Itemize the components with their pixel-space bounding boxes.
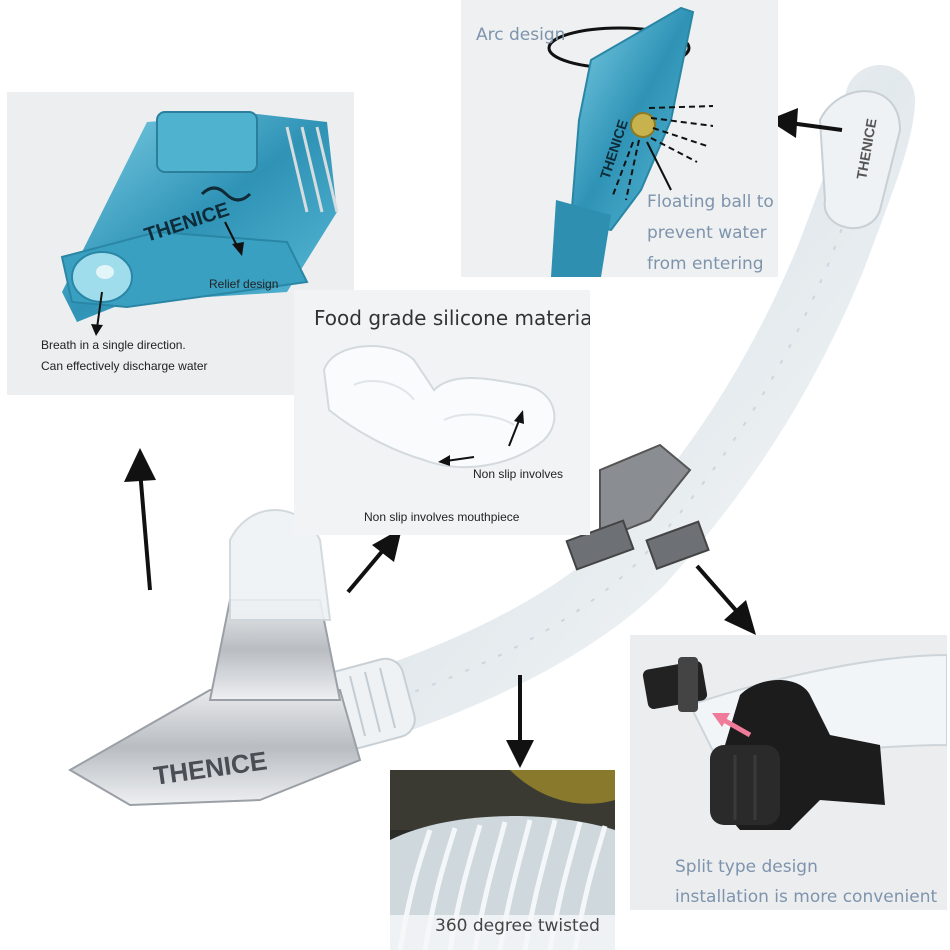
callout-arrows bbox=[124, 108, 843, 768]
arc-design-title: Arc design bbox=[476, 25, 566, 45]
tube-clip bbox=[565, 443, 710, 571]
silicone-title: Food grade silicone material bbox=[314, 306, 590, 330]
silver-purge-valve bbox=[68, 689, 362, 807]
split-panel: Split type design installation is more c… bbox=[630, 635, 947, 910]
breath-label-line1: Breath in a single direction. bbox=[41, 338, 186, 352]
non-slip-label: Non slip involves bbox=[473, 467, 564, 481]
corrugated-tube-image bbox=[390, 770, 615, 950]
non-slip-mouthpiece-label: Non slip involves mouthpiece bbox=[364, 510, 520, 524]
top-valve-image: THENICE bbox=[547, 6, 714, 277]
twisted-panel: 360 degree twisted bbox=[390, 770, 615, 950]
floating-ball-line2: prevent water bbox=[647, 223, 767, 243]
arc-design-panel: THENICE Arc design Floating ball to prev… bbox=[461, 0, 778, 277]
floating-ball-line1: Floating ball to bbox=[647, 192, 774, 212]
split-design-line1: Split type design bbox=[675, 857, 818, 877]
breath-label-line2: Can effectively discharge water bbox=[41, 359, 208, 373]
relief-design-label: Relief design bbox=[209, 277, 279, 291]
twisted-caption: 360 degree twisted bbox=[435, 916, 600, 936]
blue-purge-valve-image: THENICE bbox=[60, 111, 339, 336]
clip-image bbox=[642, 653, 947, 830]
silicone-panel: Food grade silicone material Non slip in… bbox=[294, 290, 590, 535]
mouthpiece-image bbox=[322, 345, 556, 469]
split-design-line2: installation is more convenient bbox=[675, 887, 938, 907]
floating-ball-line3: from entering bbox=[647, 254, 764, 274]
